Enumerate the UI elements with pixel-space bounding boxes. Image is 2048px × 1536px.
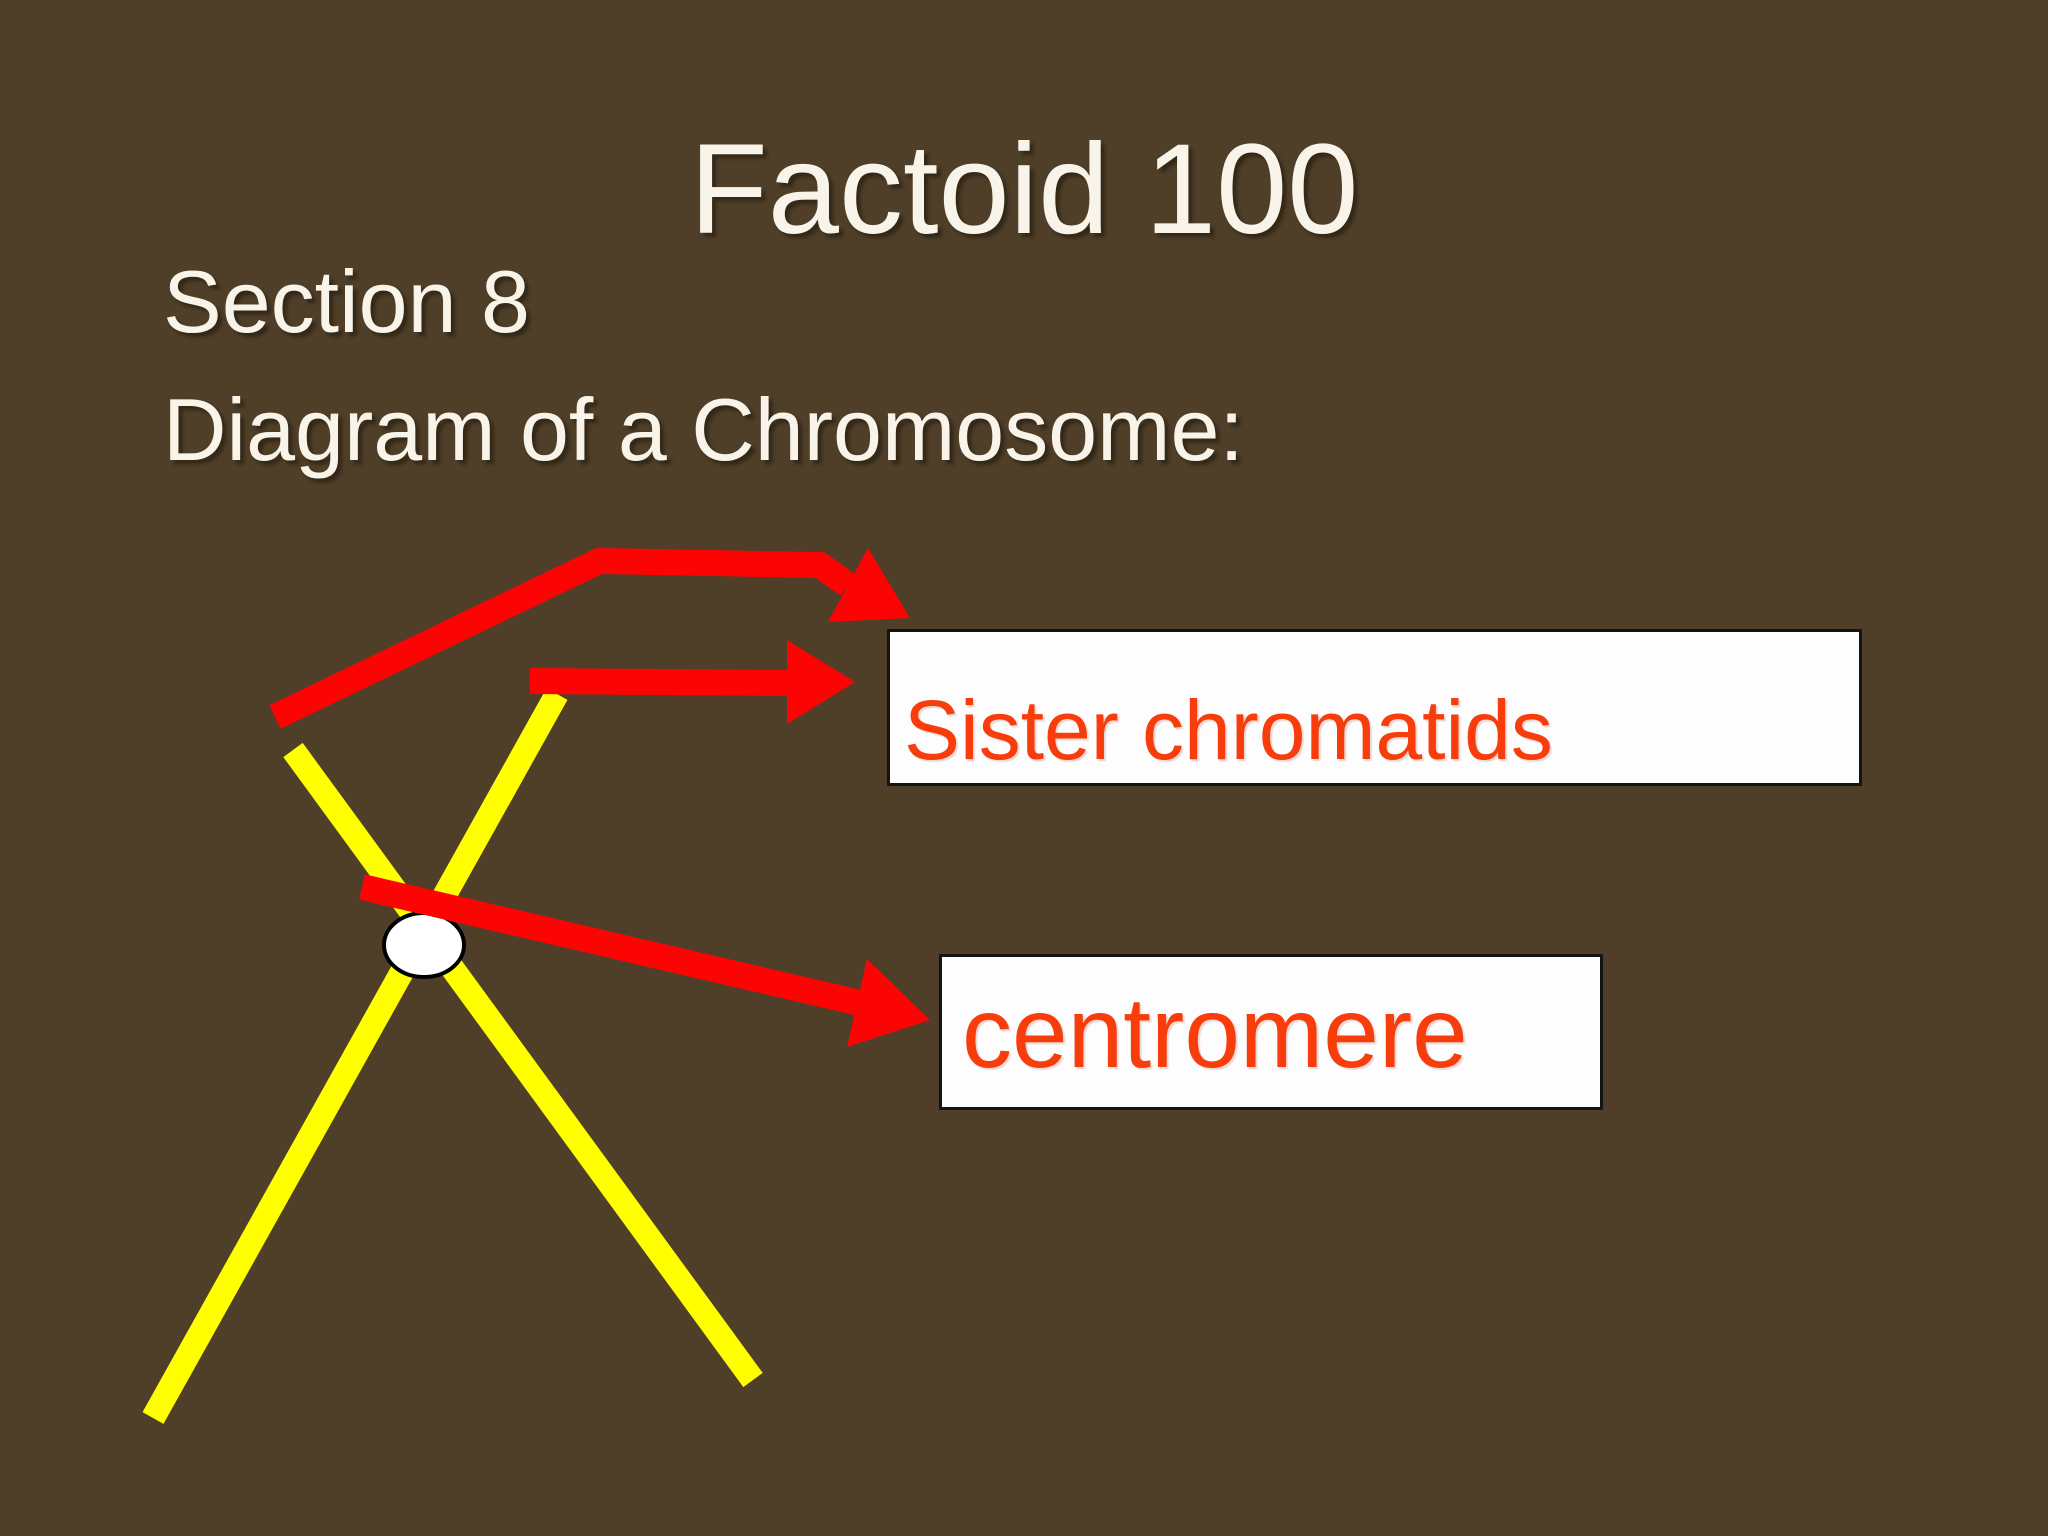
sister-chromatids-label: Sister chromatids — [904, 683, 1553, 777]
chromatid-left-arm — [283, 742, 763, 1388]
centromere-label: centromere — [962, 977, 1468, 1089]
arrow-sister-straight-head — [787, 640, 855, 724]
slide-title: Factoid 100 — [689, 118, 1359, 261]
arrow-centromere-head — [847, 959, 930, 1047]
centromere-label-box: centromere — [939, 954, 1603, 1110]
arrow-centromere-shaft — [359, 874, 863, 1016]
sister-chromatids-label-box: Sister chromatids — [887, 629, 1862, 786]
arrow-sister-bent-shaft — [269, 547, 856, 729]
centromere-oval — [382, 911, 466, 979]
arrow-sister-straight-shaft — [529, 668, 791, 696]
chromatid-right-arm — [142, 688, 568, 1424]
diagram-heading: Diagram of a Chromosome: — [163, 380, 1244, 479]
arrow-sister-bent-head — [828, 548, 910, 622]
section-label: Section 8 — [163, 252, 530, 351]
